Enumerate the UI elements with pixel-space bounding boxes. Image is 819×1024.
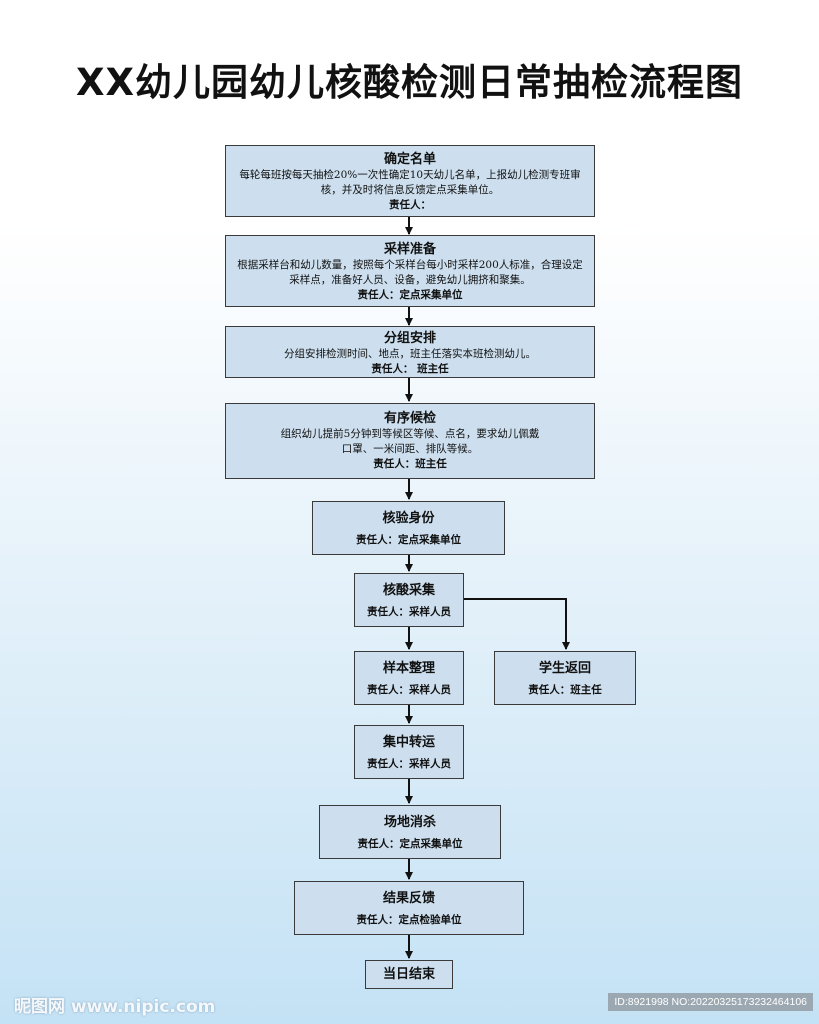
step-responsible: 责任人：采样人员 (367, 758, 451, 770)
step-responsible: 责任人：班主任 (528, 684, 602, 696)
step-description: 根据采样台和幼儿数量，按照每个采样台每小时采样200人标准，合理设定采样点，准备… (237, 259, 583, 286)
step-title: 集中转运 (382, 735, 435, 750)
step-site-disinfect: 场地消杀 责任人：定点采集单位 (319, 805, 501, 859)
watermark-id: ID:8921998 NO:20220325173232464106 (608, 993, 813, 1011)
step-responsible: 责任人：采样人员 (367, 606, 451, 618)
step-responsible: 责任人： (389, 199, 431, 211)
step-responsible: 责任人：采样人员 (367, 684, 451, 696)
step-central-transfer: 集中转运 责任人：采样人员 (354, 725, 464, 779)
step-nucleic-collect: 核酸采集 责任人：采样人员 (354, 573, 464, 627)
step-title: 学生返回 (538, 661, 591, 676)
step-title: 有序候检 (383, 411, 436, 426)
step-title: 样本整理 (382, 661, 435, 676)
step-title: 分组安排 (383, 331, 436, 346)
step-sample-sort: 样本整理 责任人：采样人员 (354, 651, 464, 705)
step-sampling-prep: 采样准备 根据采样台和幼儿数量，按照每个采样台每小时采样200人标准，合理设定采… (225, 235, 595, 307)
step-student-return: 学生返回 责任人：班主任 (494, 651, 636, 705)
step-responsible: 责任人： 班主任 (371, 363, 449, 375)
step-confirm-list: 确定名单 每轮每班按每天抽检20%一次性确定10天幼儿名单，上报幼儿检测专班审核… (225, 145, 595, 217)
step-orderly-wait: 有序候检 组织幼儿提前5分钟到等候区等候、点名，要求幼儿佩戴口罩、一米间距、排队… (225, 403, 595, 479)
arrow-branch (464, 598, 570, 650)
step-description: 组织幼儿提前5分钟到等候区等候、点名，要求幼儿佩戴口罩、一米间距、排队等候。 (280, 428, 540, 455)
watermark-logo: 昵图网 www.nipic.com (14, 997, 216, 1017)
step-group-arrange: 分组安排 分组安排检测时间、地点，班主任落实本班检测幼儿。 责任人： 班主任 (225, 326, 595, 378)
step-title: 场地消杀 (383, 815, 436, 830)
step-title: 核验身份 (382, 511, 435, 526)
step-title: 核酸采集 (382, 583, 435, 598)
step-title: 结果反馈 (382, 891, 435, 906)
step-responsible: 责任人：定点采集单位 (357, 838, 463, 850)
step-description: 每轮每班按每天抽检20%一次性确定10天幼儿名单，上报幼儿检测专班审核，并及时将… (239, 169, 581, 196)
step-day-end: 当日结束 (365, 960, 453, 989)
page-title: XX幼儿园幼儿核酸检测日常抽检流程图 (75, 61, 744, 104)
step-responsible: 责任人：定点采集单位 (357, 289, 463, 301)
step-verify-identity: 核验身份 责任人：定点采集单位 (312, 501, 505, 555)
step-title: 确定名单 (383, 152, 436, 167)
step-responsible: 责任人：定点采集单位 (356, 534, 461, 546)
step-result-feedback: 结果反馈 责任人：定点检验单位 (294, 881, 524, 935)
step-title: 采样准备 (383, 242, 436, 257)
step-description: 分组安排检测时间、地点，班主任落实本班检测幼儿。 (284, 348, 536, 360)
step-responsible: 责任人：班主任 (373, 458, 447, 470)
step-title: 当日结束 (382, 967, 435, 982)
step-responsible: 责任人：定点检验单位 (356, 914, 462, 926)
